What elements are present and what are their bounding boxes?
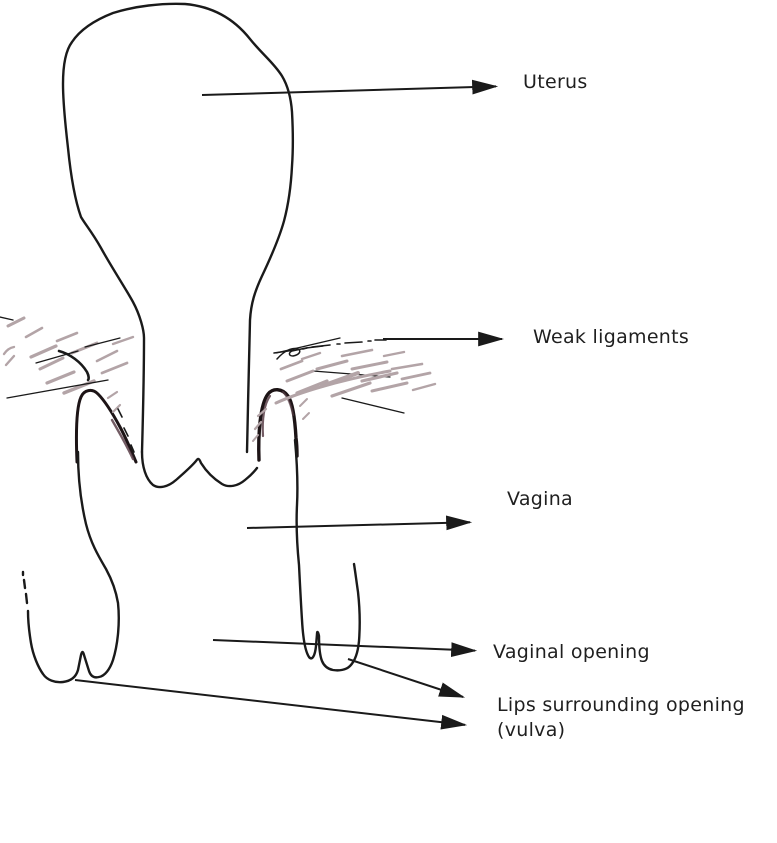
vaginal-opening-label: Vaginal opening	[493, 641, 650, 663]
left-vaginal-wall-and-lip	[26, 450, 120, 684]
vagina-label: Vagina	[507, 488, 573, 510]
lips-label-line2: (vulva)	[497, 719, 566, 741]
leader-arrows	[74, 79, 505, 730]
lips-label-line1: Lips surrounding opening	[497, 694, 745, 716]
left-lip-dash-1	[24, 592, 29, 605]
right-fornix-shading	[261, 394, 272, 438]
right-vaginal-wall-and-lip	[293, 438, 361, 672]
left-ligaments-scribble	[0, 316, 135, 453]
uterus-arrow	[201, 79, 499, 96]
vaginal-opening-arrow	[212, 639, 478, 657]
vagina-arrow	[246, 515, 473, 531]
lips-arrow-upper	[347, 658, 466, 698]
weak-ligaments-label: Weak ligaments	[533, 326, 690, 348]
left-fornix-shading	[110, 418, 135, 461]
right-fornix-shading-2	[282, 391, 294, 416]
cervix-outline	[140, 450, 259, 489]
lips-arrow-lower	[74, 679, 468, 730]
right-fornix-arc	[257, 388, 299, 462]
uterus-outline	[61, 2, 294, 454]
lips-label: Lips surrounding opening (vulva)	[497, 693, 745, 743]
right-ligaments-scribble	[252, 337, 437, 442]
left-lip-dash-2	[22, 578, 27, 590]
left-fornix-arc	[74, 388, 138, 464]
uterus-label: Uterus	[523, 71, 588, 93]
